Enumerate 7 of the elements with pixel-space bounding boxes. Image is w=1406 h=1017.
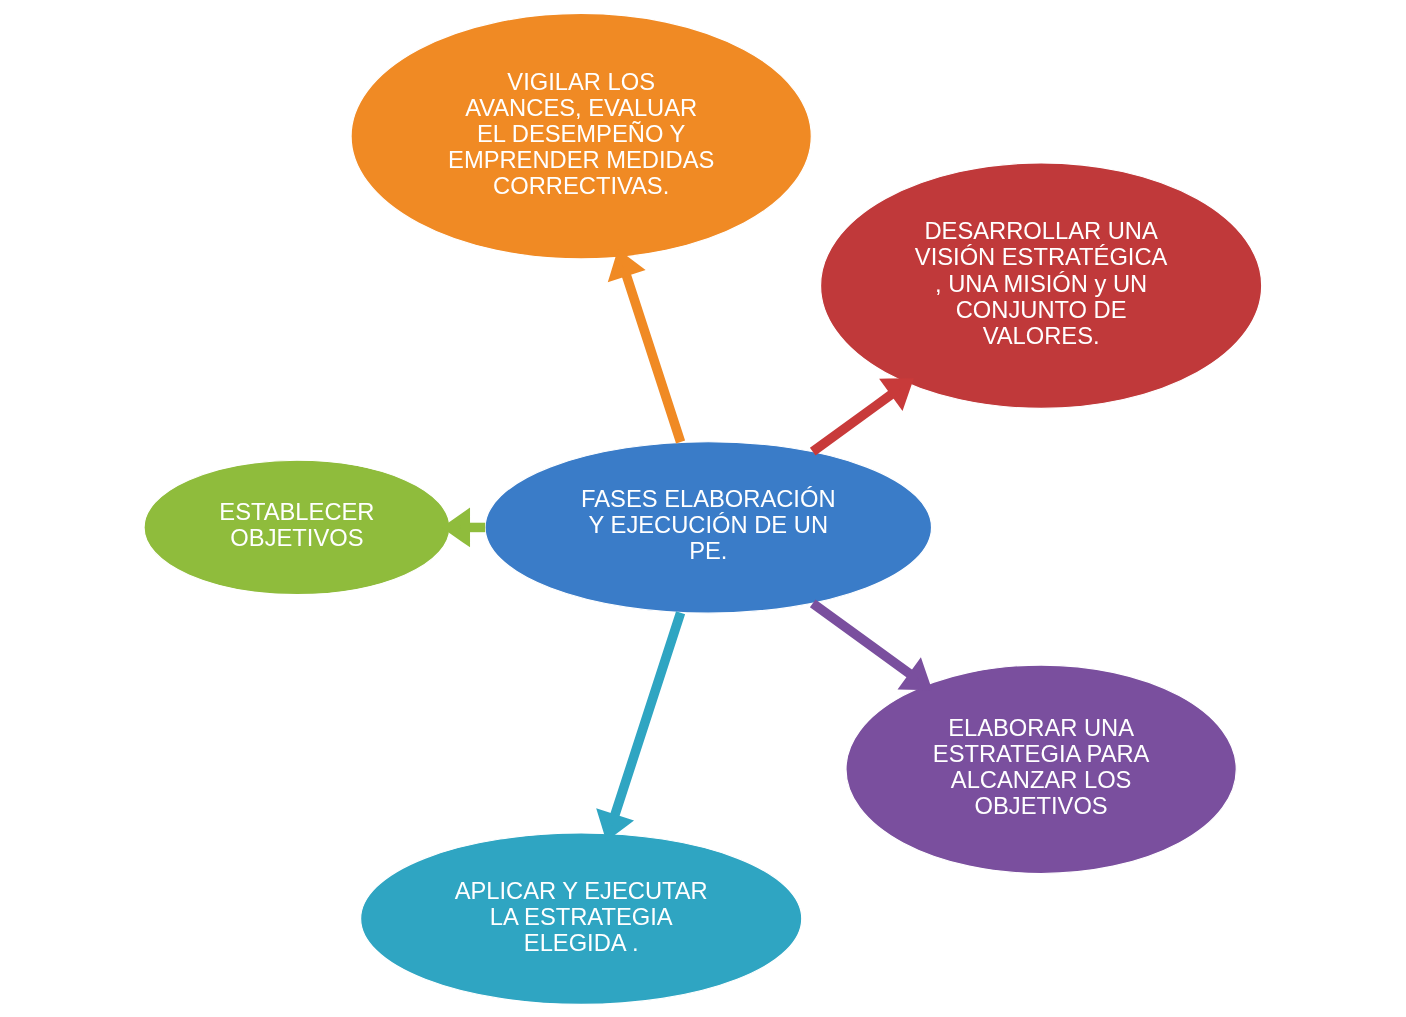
node-ellipse: VIGILAR LOS AVANCES, EVALUAR EL DESEMPEÑO Y EMPRENDER MEDIDAS CORRECTIVAS. bbox=[350, 12, 812, 260]
node-ellipse: FASES ELABORACIÓN Y EJECUCIÓN DE UN PE. bbox=[484, 440, 933, 614]
arrow bbox=[809, 377, 914, 455]
node-ellipse: ESTABLECER OBJETIVOS bbox=[143, 459, 451, 595]
arrow bbox=[809, 598, 933, 690]
node-ellipse: APLICAR Y EJECUTAR LA ESTRATEGIA ELEGIDA . bbox=[360, 831, 803, 1005]
node-ellipse: ELABORAR UNA ESTRATEGIA PARA ALCANZAR LOS OBJETIVOS bbox=[845, 663, 1237, 874]
